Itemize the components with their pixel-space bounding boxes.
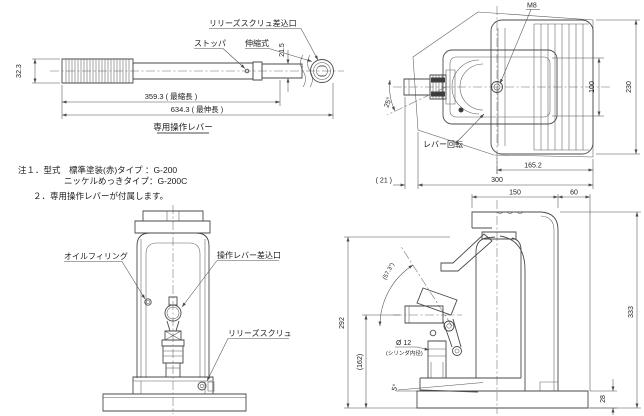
toe-claw: [420, 378, 478, 392]
lever-view-title: 専用操作レバー: [153, 122, 213, 132]
label-release-screw: リリーズスクリュ: [228, 328, 292, 338]
release-screw-front-inner: [200, 384, 204, 388]
label-release-screw-socket: リリーズスクリュ差込口: [209, 18, 297, 28]
dim-retracted-length: 359.3 ( 最縮長 ): [145, 91, 198, 101]
label-m8: M8: [527, 3, 537, 10]
jack-body-plan: [491, 20, 593, 154]
dim-28: 28: [600, 395, 607, 403]
m8-screw-outer: [492, 82, 503, 93]
label-stopper: ストッパ: [194, 39, 226, 48]
dim-292: 292: [339, 317, 346, 329]
frame-midlines: [141, 239, 205, 378]
head-cap: [135, 221, 210, 233]
lever-grip-knurl: [66, 59, 129, 83]
lever-socket-front-inner: [167, 307, 179, 319]
lever-socket-front: [165, 305, 181, 321]
claw-frame-plan: [443, 50, 557, 124]
beam-serrations: [497, 212, 523, 214]
dim-pump-angle: (57.3°): [382, 262, 396, 281]
release-screw-front: [198, 382, 206, 390]
plan-view: M8 25° レバー回転 100 230 165.2 300 ( 21 ): [376, 3, 640, 190]
dim-333: 333: [628, 306, 635, 318]
note-line-3: ２．専用操作レバーが付属します。: [33, 191, 168, 201]
cylinder-side: [476, 237, 521, 378]
socket-angled-centerline: [400, 245, 452, 326]
dim-extended-length: 634.3 ( 最伸長 ): [171, 104, 224, 114]
dim-grip-dia: 32.3: [16, 64, 23, 78]
base-plate-side: [417, 391, 588, 408]
dim-cylinder-bore: Ø 12: [396, 340, 411, 347]
note-line-1: 注１．型式 標準塗装(赤)タイプ ：G-200: [18, 165, 177, 175]
dim-claw-offset: 165.2: [524, 163, 542, 170]
body-outline-inner: [541, 216, 554, 391]
dim-inner-width: 100: [589, 81, 596, 93]
lever-telescopic-tube: [262, 64, 302, 78]
pump-cylinder: [428, 341, 446, 378]
claw-frame-inner: [450, 57, 550, 117]
dim-socket-offset: ( 21 ): [376, 178, 392, 185]
dim-swing-angle: 25°: [383, 96, 394, 109]
front-view: オイルフィリング 操作レバー差込口 リリーズスクリュ: [64, 205, 292, 414]
lever-end-view: [311, 60, 334, 83]
side-view: 5° (57.3°) 150 60 292 (162) Ø 12 (シリンダ内径…: [339, 190, 641, 416]
dim-cylinder-bore-note: (シリンダ内径): [386, 349, 423, 357]
release-screw-body: [208, 382, 214, 391]
label-lever-socket: 操作レバー差込口: [217, 250, 281, 260]
label-lever-rotation: レバー回転: [423, 140, 463, 149]
frame-inner: [146, 243, 200, 378]
body-step: [540, 382, 558, 391]
dim-60: 60: [570, 190, 578, 197]
oil-filling-plug: [145, 299, 151, 305]
dim-toe-angle: 5°: [390, 383, 400, 392]
dim-overall-width: 230: [626, 81, 633, 93]
pump-cylinder-lines: [428, 349, 446, 378]
lever-swing-envelope: [413, 12, 593, 157]
cylinder-top-arcs: [452, 60, 483, 114]
m8-screw-inner: [494, 84, 500, 90]
pump-bracket-side: [405, 288, 462, 356]
frame-outer: [137, 233, 209, 378]
note-line-2: ニッケルめっきタイプ：G-200C: [64, 176, 187, 186]
dim-162: (162): [357, 354, 364, 370]
jack-body-ribs: [498, 24, 589, 150]
oil-filling-plug-inner: [146, 300, 149, 303]
release-screw-plan: [458, 107, 464, 113]
body-inner-contour: [500, 236, 525, 391]
carry-handle: [441, 234, 492, 271]
dim-150: 150: [509, 190, 521, 197]
dim-length: 300: [491, 177, 503, 184]
lever-socket-plan: [404, 70, 455, 104]
label-oil-filling: オイルフィリング: [64, 251, 128, 261]
notes-block: 注１．型式 標準塗装(赤)タイプ ：G-200 ニッケルめっきタイプ：G-200…: [18, 165, 187, 201]
body-outline: [472, 212, 558, 391]
label-telescopic: 伸縮式: [245, 38, 269, 48]
lever-view: 32.3 21.5 359.3 ( 最縮長 ) 634.3 ( 最伸長 ) リリ…: [16, 18, 344, 133]
lever-stopper-pin: [245, 69, 249, 73]
pump-linkage-front: [162, 321, 184, 377]
dim-tip-dia: 21.5: [279, 43, 286, 57]
bottom-plate-front: [103, 394, 246, 411]
head-notches: [167, 211, 179, 221]
